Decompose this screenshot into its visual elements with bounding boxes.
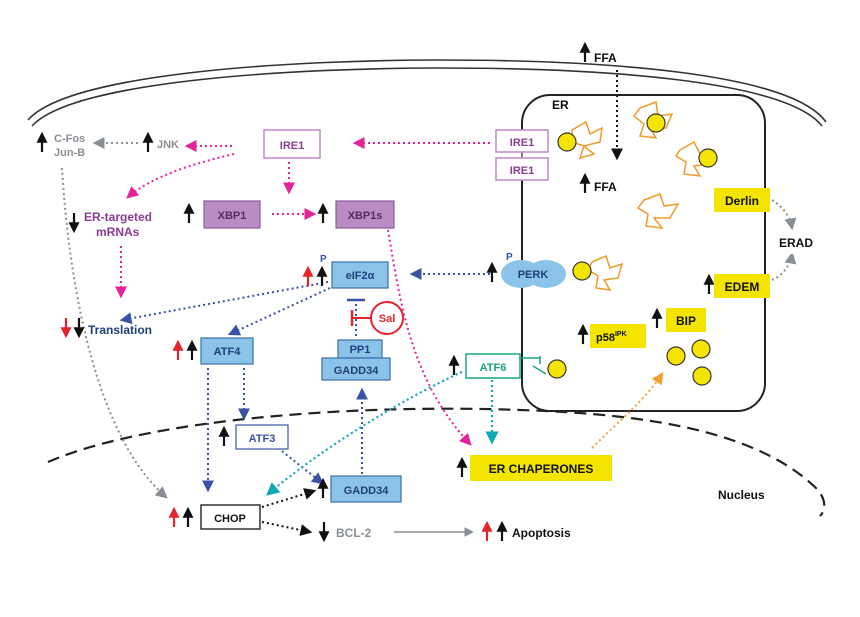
edem-label: EDEM bbox=[725, 280, 760, 294]
sal-circle bbox=[370, 301, 404, 335]
mrnas-label: mRNAs bbox=[96, 225, 140, 239]
p58-text: p58 bbox=[596, 332, 615, 344]
translation-label: Translation bbox=[88, 323, 152, 337]
chop-label: CHOP bbox=[214, 513, 246, 525]
cfos-label: C-Fos bbox=[54, 133, 85, 145]
xbp1-label: XBP1 bbox=[218, 210, 247, 222]
arrow-edem-to-erad bbox=[771, 251, 797, 281]
perk-shape-b bbox=[526, 260, 566, 288]
er-label: ER bbox=[552, 98, 569, 112]
er-targeted-label: ER-targeted bbox=[84, 210, 152, 224]
erad-label: ERAD bbox=[779, 236, 813, 250]
gadd34-box bbox=[330, 475, 402, 503]
edem-box bbox=[714, 274, 770, 298]
unfolded-protein-1 bbox=[571, 120, 603, 160]
protein-circle-2 bbox=[646, 113, 666, 133]
derlin-box bbox=[714, 188, 770, 212]
atf4-label: ATF4 bbox=[214, 346, 242, 358]
er-chaperones-box bbox=[470, 455, 612, 481]
junb-label: Jun-B bbox=[54, 147, 85, 159]
xbp1s-label: XBP1s bbox=[348, 210, 383, 222]
atf3-box bbox=[235, 424, 289, 450]
er-chaperones-label: ER CHAPERONES bbox=[489, 462, 594, 476]
bip-box bbox=[666, 308, 706, 332]
arrow-eif2a-to-atf4 bbox=[227, 287, 331, 336]
arrow-atf3-to-gadd34 bbox=[277, 447, 324, 485]
ire1-box bbox=[263, 129, 321, 159]
p-perk-label: P bbox=[506, 252, 513, 263]
gadd34-label: GADD34 bbox=[344, 485, 390, 497]
unfolded-protein-5 bbox=[587, 254, 624, 291]
arrow-xbp1s-to-chaperones bbox=[387, 229, 472, 446]
p58-label: p58IPK bbox=[596, 331, 627, 344]
eif2a-label: eIF2α bbox=[346, 270, 375, 282]
chop-box bbox=[200, 504, 261, 530]
atf6-anchor bbox=[520, 356, 547, 375]
nucleus-label: Nucleus bbox=[718, 488, 765, 502]
pp1-label: PP1 bbox=[350, 344, 371, 356]
atf4-box bbox=[200, 337, 254, 365]
protein-circle-1 bbox=[557, 132, 577, 152]
jnk-label: JNK bbox=[157, 139, 179, 151]
p58-box bbox=[590, 324, 646, 348]
ire1-er-label-a: IRE1 bbox=[510, 137, 534, 149]
protein-circle-8 bbox=[692, 366, 712, 386]
eif2a-box bbox=[331, 261, 389, 289]
arrow-cfos-to-chop bbox=[61, 167, 168, 499]
pp1-gadd34-box bbox=[321, 357, 391, 381]
arrow-chop-to-bcl2 bbox=[261, 521, 313, 536]
atf3-label: ATF3 bbox=[249, 433, 276, 445]
sal-label: Sal bbox=[379, 313, 396, 325]
ire1-er-label-b: IRE1 bbox=[510, 165, 534, 177]
arrow-chop-to-gadd34 bbox=[261, 488, 317, 508]
bcl2-label: BCL-2 bbox=[336, 526, 372, 540]
p58-sup: IPK bbox=[615, 331, 627, 338]
arrow-derlin-to-erad bbox=[771, 199, 797, 231]
protein-circle-4 bbox=[572, 261, 592, 281]
unfolded-protein-3 bbox=[674, 140, 716, 177]
cell-membrane-outer bbox=[27, 59, 827, 123]
nuclear-envelope bbox=[47, 407, 826, 517]
pp1-gadd34-label: GADD34 bbox=[334, 365, 380, 377]
protein-circle-7 bbox=[691, 339, 711, 359]
perk-label: PERK bbox=[518, 269, 549, 281]
derlin-label: Derlin bbox=[725, 194, 759, 208]
ffa-top-label: FFA bbox=[594, 51, 617, 65]
erad-box bbox=[768, 230, 824, 254]
arrow-ire1-to-mrnas bbox=[126, 153, 235, 199]
atf6-label: ATF6 bbox=[480, 362, 507, 374]
ffa-er-label: FFA bbox=[594, 180, 617, 194]
xbp1s-box bbox=[335, 200, 395, 229]
cell-membrane-inner bbox=[31, 67, 823, 127]
arrow-eif2a-to-translation bbox=[119, 281, 329, 325]
apoptosis-label: Apoptosis bbox=[512, 526, 571, 540]
er-compartment bbox=[521, 94, 766, 412]
ire1-label: IRE1 bbox=[280, 140, 304, 152]
arrow-atf6-to-chop bbox=[265, 370, 463, 496]
p-eif-label: P bbox=[320, 254, 327, 265]
protein-circle-5 bbox=[547, 359, 567, 379]
xbp1-box bbox=[203, 200, 261, 229]
bip-label: BIP bbox=[676, 314, 696, 328]
unfolded-protein-4 bbox=[636, 193, 680, 229]
protein-circle-6 bbox=[666, 346, 686, 366]
protein-circle-3 bbox=[698, 148, 718, 168]
atf6-box bbox=[465, 353, 521, 379]
